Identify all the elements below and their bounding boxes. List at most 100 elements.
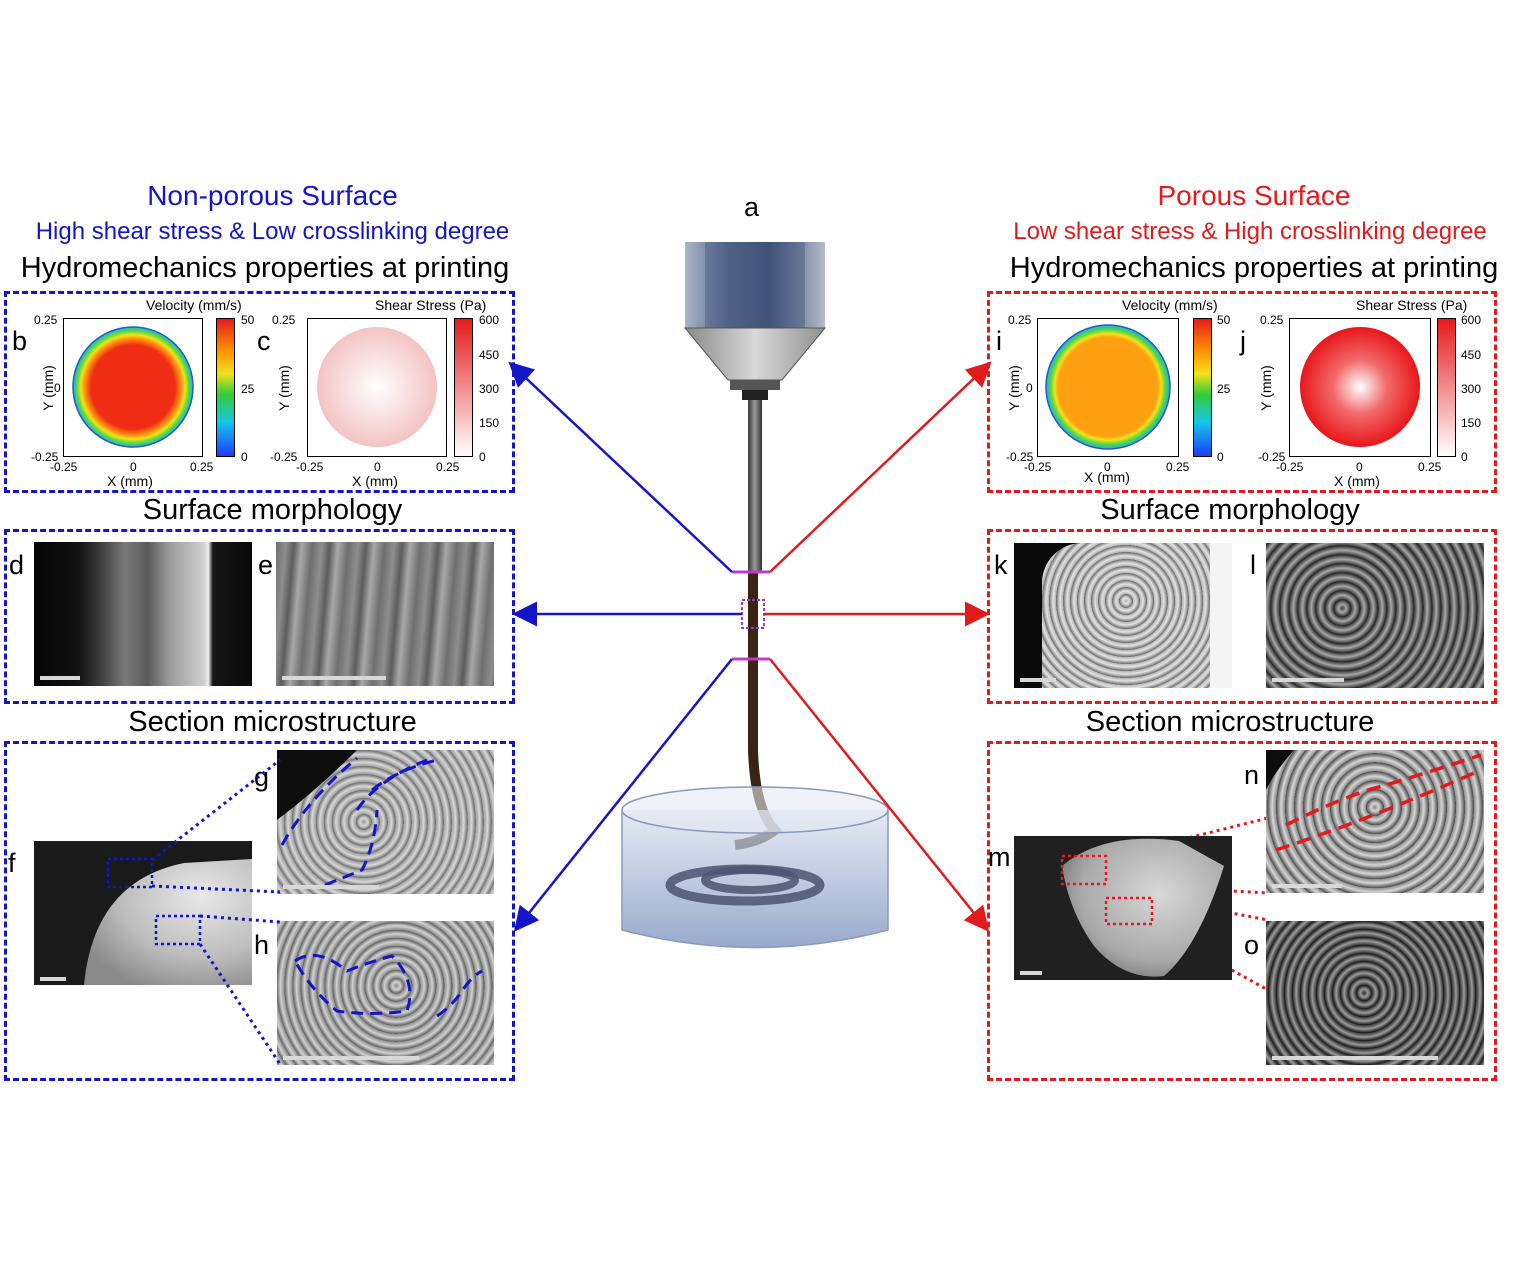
panel-label-i: i: [996, 326, 1002, 356]
left-section-heading: Section microstructure: [128, 706, 417, 738]
panel-label-o: o: [1244, 930, 1260, 960]
colorbar-shear-left: [454, 318, 473, 457]
colorbar-velocity-left: [216, 318, 235, 457]
panel-label-n: n: [1244, 760, 1260, 790]
y-tick-bottom-i: -0.25: [1006, 450, 1034, 464]
fiber-body: [1042, 543, 1210, 688]
x-tick-left-c: -0.25: [296, 460, 324, 474]
arrow-to-hydro-left: [508, 361, 733, 573]
syringe-barrel: [685, 242, 825, 328]
velocity-disc-right: [1045, 324, 1171, 450]
scale-bar: [1272, 678, 1344, 682]
scale-bar: [1272, 884, 1342, 888]
panel-label-h: h: [254, 930, 270, 960]
shear-plot-right: [1289, 318, 1431, 457]
panel-label-e: e: [258, 550, 274, 580]
velocity-plot-left: [63, 318, 203, 457]
shear-plot-left: [307, 318, 447, 457]
x-tick-left: -0.25: [50, 460, 78, 474]
colorbar-tick-25-right: 25: [1217, 382, 1231, 396]
panel-label-b: b: [12, 326, 28, 356]
sem-m-drawing: [1060, 838, 1224, 977]
sem-g-overlay: [277, 750, 438, 887]
x-tick-left-j: -0.25: [1276, 460, 1304, 474]
right-section-heading: Section microstructure: [1085, 706, 1375, 738]
panel-label-f: f: [8, 848, 16, 878]
scale-bar: [1020, 678, 1056, 682]
y-tick-bottom-j: -0.25: [1258, 450, 1286, 464]
colorbar-tick-300-right: 300: [1461, 382, 1482, 396]
colorbar-shear-right: [1437, 318, 1456, 457]
y-axis-label-i: Y (mm): [1006, 365, 1022, 411]
colorbar-title-shear-right: Shear Stress (Pa): [1356, 297, 1468, 313]
panel-label-c: c: [257, 326, 271, 356]
panel-label-m: m: [988, 842, 1011, 872]
left-title: Non-porous Surface: [147, 180, 398, 211]
arrow-to-hydro-right: [769, 361, 992, 573]
scale-bar: [282, 676, 386, 680]
sem-image-l: [1266, 543, 1484, 688]
colorbar-tick-450-right: 450: [1461, 348, 1482, 362]
colorbar-tick-50-right: 50: [1217, 313, 1231, 327]
x-tick-right-c: 0.25: [436, 460, 460, 474]
right-hydro-box: [987, 291, 1497, 493]
colorbar-tick-50: 50: [241, 313, 255, 327]
needle: [748, 400, 762, 572]
colorbar-title-velocity-right: Velocity (mm/s): [1122, 297, 1218, 313]
x-tick-mid-i: 0: [1104, 460, 1111, 474]
colorbar-tick-0-shear-right: 0: [1461, 450, 1468, 464]
sem-image-d: [34, 542, 252, 686]
panel-label-k: k: [994, 550, 1008, 580]
sem-image-e: [276, 542, 494, 686]
arrow-to-section-left: [513, 658, 733, 932]
sem-image-g: [277, 750, 494, 894]
colorbar-velocity-right: [1193, 318, 1212, 457]
panel-label-d: d: [9, 550, 25, 580]
left-hydro-box: [4, 291, 515, 493]
x-tick-right: 0.25: [190, 460, 214, 474]
x-axis-label-j: X (mm): [1334, 473, 1380, 489]
sem-image-k: [1014, 543, 1232, 688]
x-axis-label-c: X (mm): [352, 473, 398, 489]
colorbar-title-velocity: Velocity (mm/s): [146, 297, 242, 313]
sem-f-drawing: [84, 857, 252, 985]
panel-label-l: l: [1250, 550, 1256, 580]
sem-image-f: [34, 841, 252, 985]
velocity-disc-left: [72, 326, 194, 448]
colorbar-tick-300: 300: [479, 382, 500, 396]
y-tick-top-c: 0.25: [272, 313, 296, 327]
y-tick-bottom: -0.25: [31, 450, 59, 464]
scale-bar: [40, 977, 66, 981]
colorbar-tick-0-shear: 0: [479, 450, 486, 464]
left-surface-heading: Surface morphology: [142, 494, 403, 526]
scale-bar: [1272, 1056, 1438, 1060]
colorbar-tick-150-right: 150: [1461, 416, 1482, 430]
velocity-plot-right: [1037, 318, 1179, 457]
x-tick-mid-j: 0: [1356, 460, 1363, 474]
panel-label-a: a: [744, 192, 760, 222]
arrow-to-section-right: [769, 658, 990, 932]
left-subtitle: High shear stress & Low crosslinking deg…: [35, 218, 510, 245]
y-tick-mid-i: 0: [1026, 381, 1033, 395]
scale-bar: [1020, 971, 1042, 975]
printer-illustration: [621, 242, 889, 949]
y-tick-top: 0.25: [34, 313, 58, 327]
scale-bar: [40, 676, 80, 680]
panel-label-j: j: [1240, 326, 1246, 356]
right-subtitle: Low shear stress & High crosslinking deg…: [1013, 218, 1487, 245]
right-title: Porous Surface: [1157, 180, 1351, 211]
x-tick-mid: 0: [130, 460, 137, 474]
colorbar-tick-0-right: 0: [1217, 450, 1224, 464]
x-tick-right-j: 0.25: [1418, 460, 1442, 474]
sem-image-h: [277, 921, 494, 1065]
right-surface-box: [987, 529, 1497, 704]
colorbar-tick-600: 600: [479, 313, 500, 327]
right-section-box: [987, 741, 1497, 1081]
colorbar-tick-150: 150: [479, 416, 500, 430]
shear-disc-left: [317, 327, 437, 447]
x-axis-label-i: X (mm): [1084, 469, 1130, 485]
left-hydro-heading: Hydromechanics properties at printing: [20, 252, 510, 284]
x-tick-right-i: 0.25: [1166, 460, 1190, 474]
y-axis-label-j: Y (mm): [1258, 365, 1274, 411]
x-axis-label: X (mm): [107, 473, 153, 489]
